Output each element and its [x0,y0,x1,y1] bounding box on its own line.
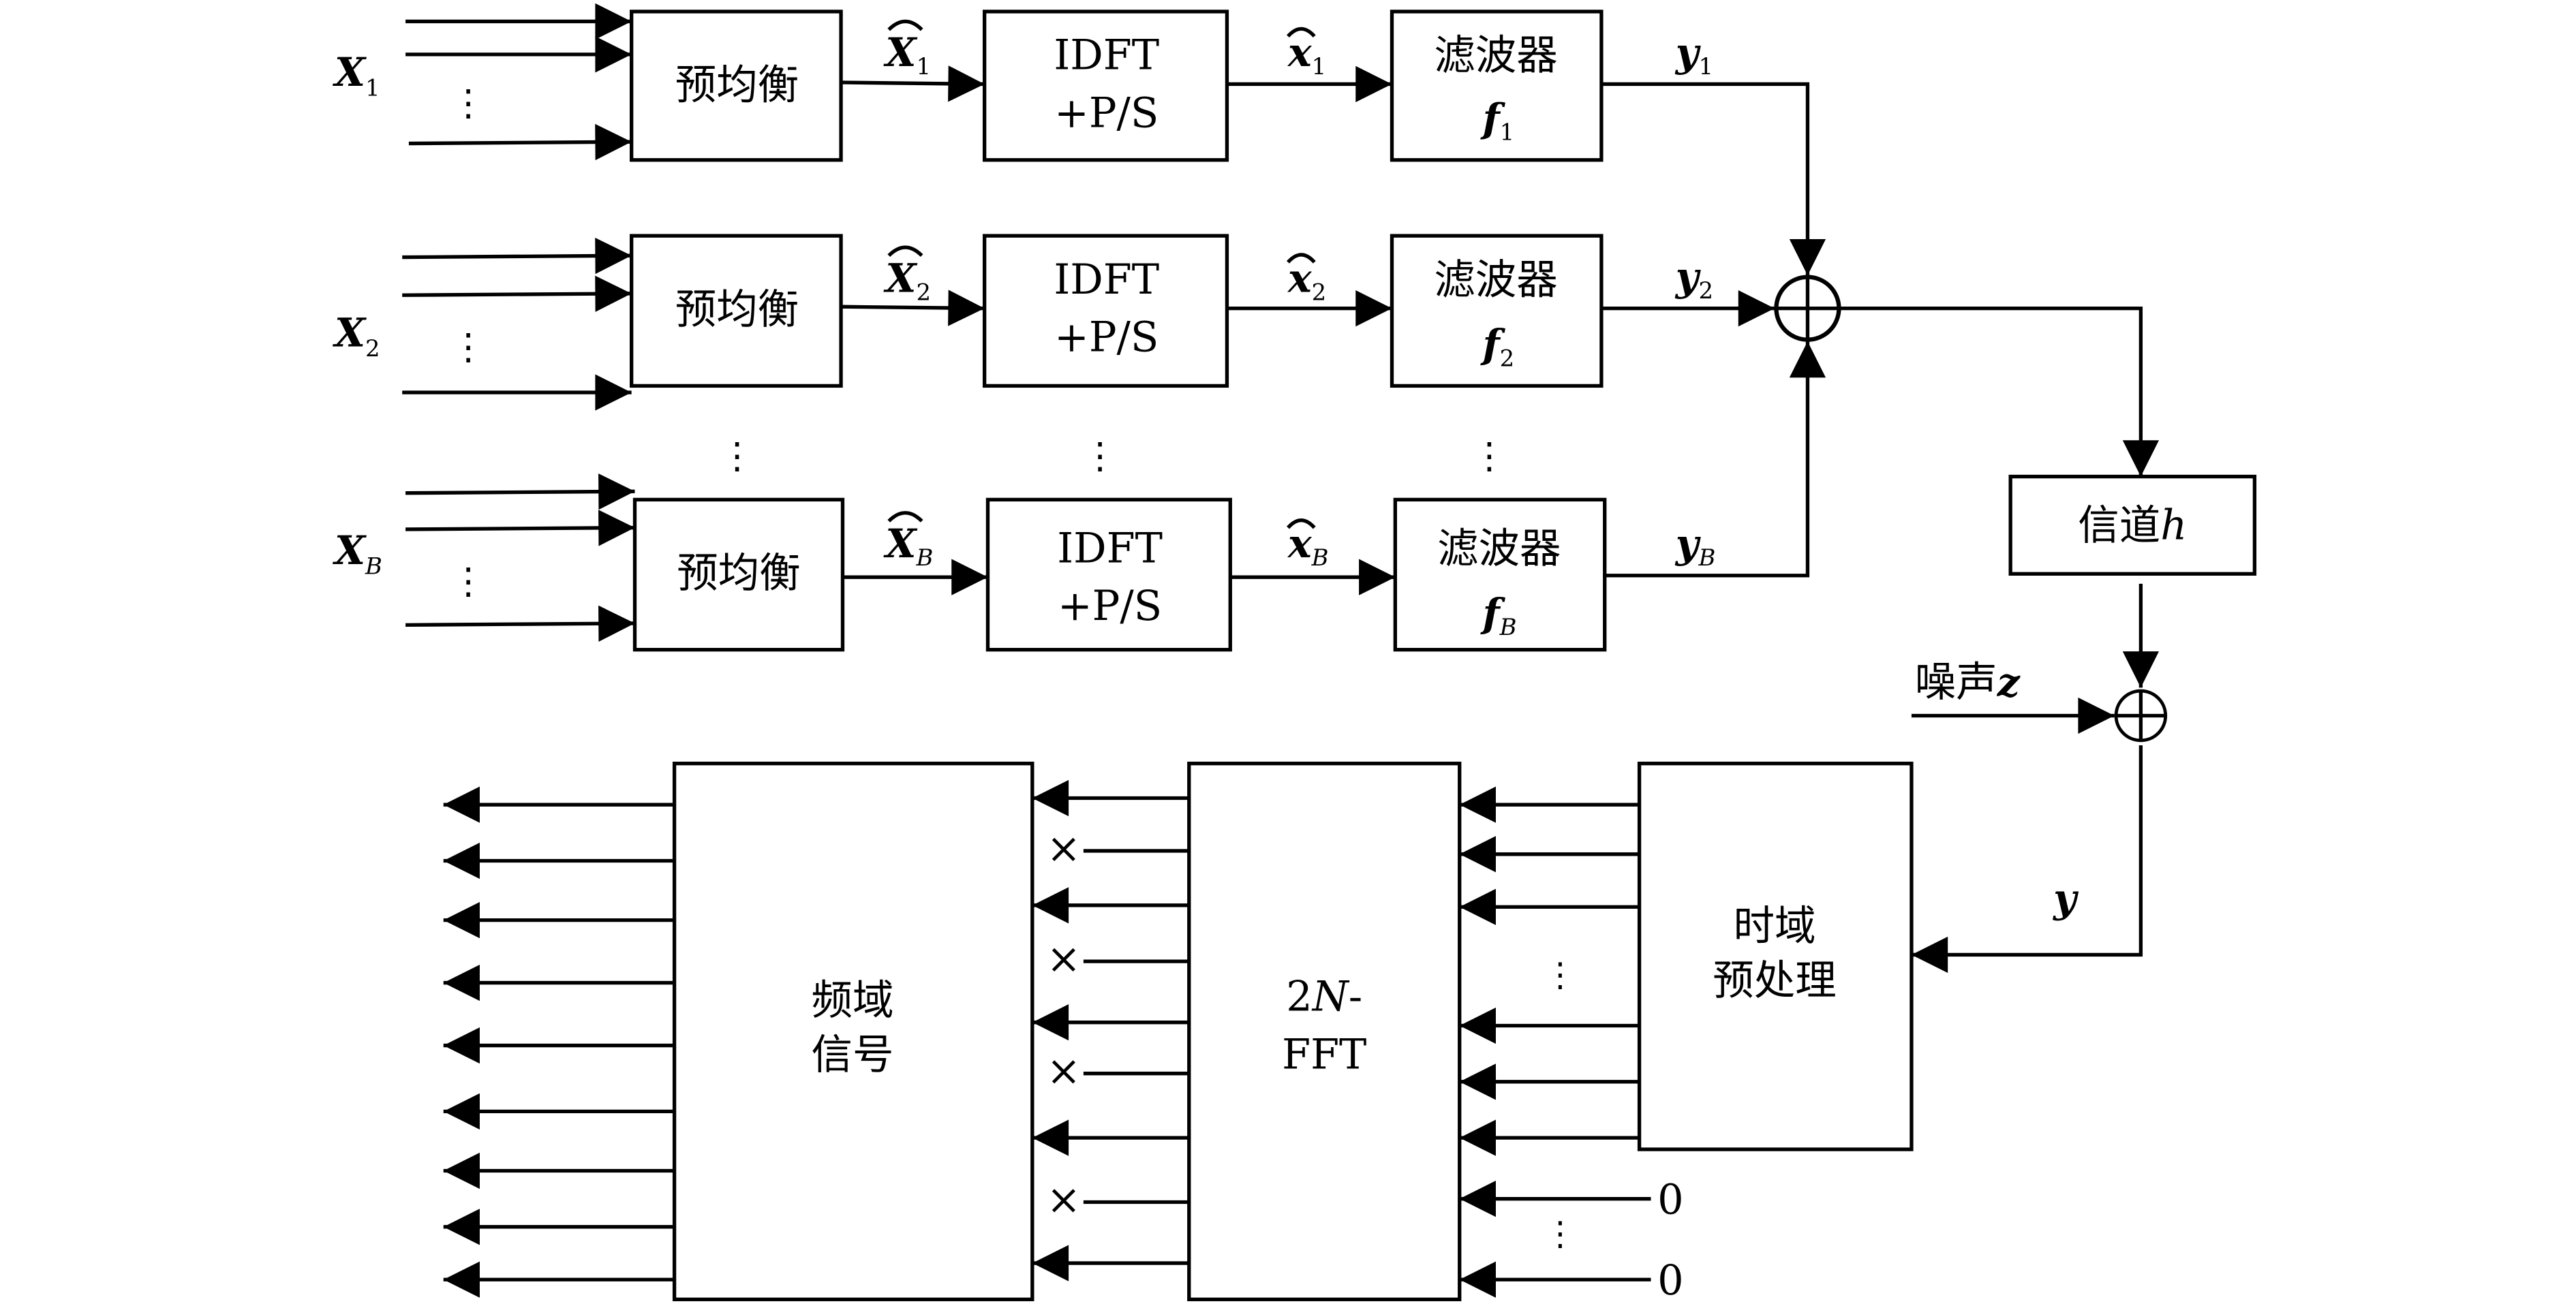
pre-equalizer-label: 预均衡 [677,550,800,597]
branch-1: ⋮ X1 预均衡 X1 IDFT +P/S x1 滤波器 f1 y1 [332,3,1826,276]
idft-label: IDFT [1057,525,1163,572]
time-preprocessing-label-2: 预处理 [1713,957,1837,1005]
time-preprocessing-block [1637,762,1914,1151]
hat-mark [887,19,923,31]
pre-equalizer-label: 预均衡 [675,61,799,109]
ellipsis: ⋮ [719,435,755,477]
arrow [841,65,985,102]
filter-label: 滤波器 [1434,32,1558,80]
noise-sum-node [2114,689,2168,743]
noise-label: 噪声z [1915,658,2021,706]
equalized-label: X2 [883,254,931,305]
preproc-to-fft-arrows [1459,786,1651,1298]
output-arrows [443,786,675,1298]
filter-block [1393,497,1607,652]
zero-padding-label: 0 [1657,1257,1684,1305]
output-label: y2 [1674,253,1713,304]
ellipsis: ⋮ [1471,435,1507,477]
ellipsis: ⋮ [450,560,486,602]
pre-equalizer-label: 预均衡 [675,285,799,333]
input-label: X1 [332,48,380,102]
discard-mark: × [1046,1048,1081,1095]
input-arrow [408,123,632,161]
output-label: y1 [1674,29,1713,80]
filter-label: 滤波器 [1434,256,1558,304]
ellipsis: ⋮ [1544,956,1576,994]
frequency-signal-label-1: 频域 [811,977,893,1025]
discard-mark: × [1046,1176,1081,1224]
input-label: XB [332,527,382,580]
time-preprocessing-label-1: 时域 [1734,903,1816,950]
branch-2: ⋮ X2 预均衡 X2 IDFT +P/S x2 滤波器 f2 y2 [332,234,1775,411]
idft-block [982,234,1229,388]
output-line [1604,341,1826,578]
filter-label: 滤波器 [1437,525,1561,572]
hat-mark [1287,27,1316,38]
hat-mark [1287,253,1316,264]
sum-node [1774,275,1841,342]
filter-block [1390,234,1604,388]
received-signal-label: y [2052,875,2079,922]
ellipsis: ⋮ [1544,1215,1576,1253]
idft-block [982,10,1229,162]
branch-b: ⋮ XB 预均衡 XB IDFT +P/S xB 滤波器 fB yB [332,341,1826,652]
fft-to-freq-arrows [1032,779,1189,1281]
equalized-label: X1 [883,29,931,80]
idft-block [985,497,1232,652]
input-arrow [405,510,635,546]
pre-equalizer-block [629,10,843,162]
idft-label: IDFT [1054,32,1159,80]
fft-label-1: 2N- [1286,974,1362,1021]
fft-label-2: FFT [1282,1031,1366,1078]
fft-block [1187,762,1462,1301]
output-label: yB [1674,520,1716,571]
discard-mark: × [1046,935,1081,983]
hat-mark [1287,518,1316,529]
hat-mark [887,245,923,258]
input-label: X2 [332,309,380,362]
ps-label: +P/S [1058,582,1162,630]
ellipsis: ⋮ [450,326,486,369]
discard-mark: × [1046,825,1081,873]
time-signal-label: xB [1287,520,1329,571]
input-arrow [402,275,632,312]
input-arrow [405,473,635,510]
time-signal-label: x2 [1287,254,1326,305]
frequency-signal-block [672,762,1034,1301]
input-arrow [402,237,632,275]
sum-to-channel-line [1839,306,2159,477]
received-signal-line [1911,745,2143,974]
pre-equalizer-block [632,497,845,652]
frequency-signal-label-2: 信号 [811,1031,893,1078]
zero-padding-label: 0 [1657,1176,1684,1224]
pre-equalizer-block [629,234,843,388]
channel-label: 信道h [2078,501,2187,549]
ps-label: +P/S [1054,314,1159,362]
hat-mark [887,511,923,523]
time-signal-label: x1 [1287,29,1326,80]
equalized-label: XB [883,520,933,571]
ps-label: +P/S [1054,89,1159,137]
idft-label: IDFT [1054,256,1159,304]
ellipsis: ⋮ [450,82,486,124]
ellipsis: ⋮ [1082,435,1118,477]
input-arrow [405,605,635,642]
arrow [841,290,985,326]
output-line [1601,82,1826,276]
filter-block [1390,10,1604,162]
channel-block [2008,474,2257,576]
